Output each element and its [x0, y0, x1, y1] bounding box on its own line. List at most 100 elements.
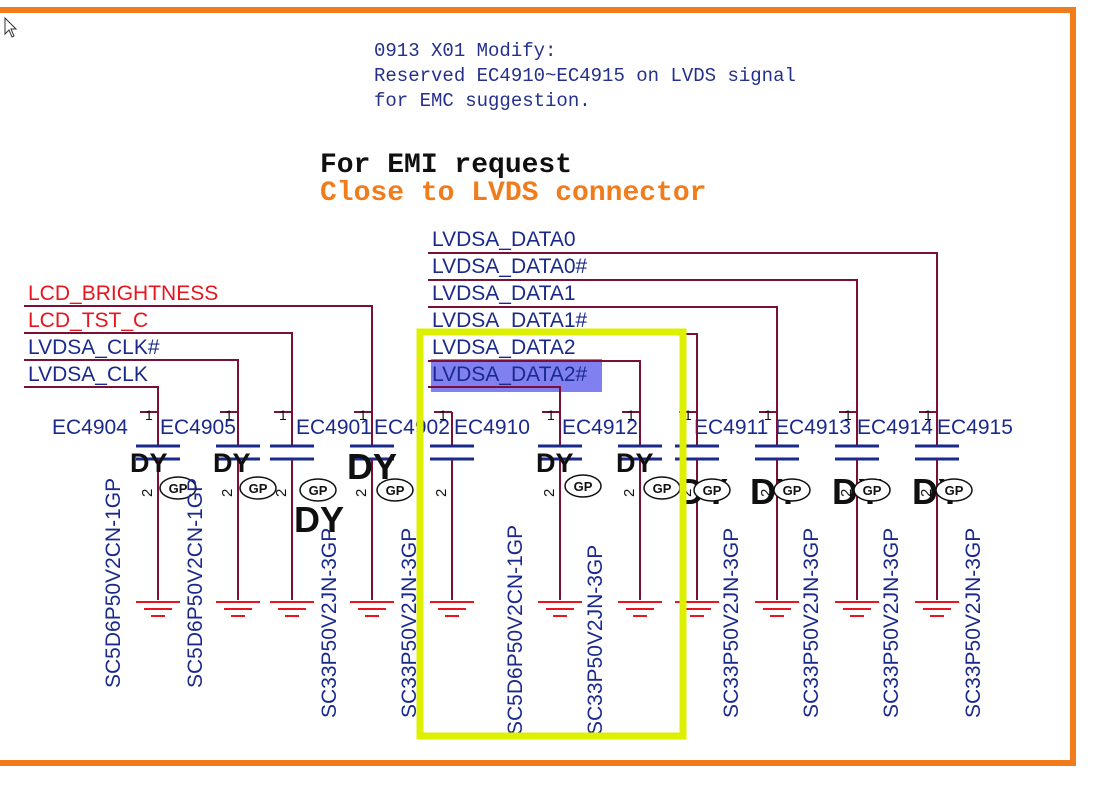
- wire-r1: [428, 279, 858, 412]
- gp-outline: [564, 474, 602, 498]
- part-number: SC33P50V2JN-3GP: [584, 545, 607, 735]
- gp-mark-icon-1: GP: [239, 476, 277, 500]
- net-label-lcd-brightness: LCD_BRIGHTNESS: [28, 282, 218, 305]
- refdes-ec4911: EC4911: [694, 416, 768, 439]
- capacitor-1: 12: [216, 407, 260, 617]
- net-label-lvdsa-data0: LVDSA_DATA0: [432, 228, 576, 251]
- pin1-number: 1: [225, 407, 233, 423]
- pin1-number: 1: [145, 407, 153, 423]
- refdes-ec4905: EC4905: [160, 416, 236, 439]
- gp-text: GP: [703, 483, 722, 498]
- capacitor-5: 12: [538, 407, 582, 617]
- gp-text: GP: [309, 483, 328, 498]
- pin1-number: 1: [844, 407, 852, 423]
- gp-outline: [935, 478, 973, 502]
- refdes-ec4901: EC4901: [296, 416, 372, 439]
- gp-outline: [693, 478, 731, 502]
- gp-text: GP: [169, 481, 188, 496]
- wire-2: [24, 359, 239, 412]
- gp-text: GP: [249, 481, 268, 496]
- dy-marker: DY: [130, 448, 168, 478]
- components-layer: 12EC4904DYGPSC5D6P50V2CN-1GP12EC4905DYGP…: [52, 407, 1013, 735]
- gp-outline: [853, 478, 891, 502]
- note-line-3: for EMC suggestion.: [374, 90, 591, 112]
- refdes-ec4913: EC4913: [775, 416, 851, 439]
- gp-mark-icon-9: GP: [853, 478, 891, 502]
- dy-marker: DY: [536, 448, 574, 478]
- gp-outline: [159, 476, 197, 500]
- ground-icon: [350, 601, 394, 617]
- emi-request-title: For EMI request: [320, 150, 572, 181]
- pin2-number: 2: [219, 489, 236, 497]
- pin2-number: 2: [918, 489, 935, 497]
- ground-icon: [915, 601, 959, 617]
- wire-0: [24, 305, 373, 412]
- dy-marker: DY: [294, 499, 344, 540]
- wire-r0: [428, 252, 938, 412]
- gp-text: GP: [386, 483, 405, 498]
- refdes-ec4902: EC4902: [374, 416, 450, 439]
- pin1-number: 1: [764, 407, 772, 423]
- net-label-lvdsa-data2: LVDSA_DATA2: [432, 336, 576, 359]
- net-label-lvdsa-data1-: LVDSA_DATA1#: [432, 309, 588, 332]
- part-number: SC5D6P50V2CN-1GP: [504, 525, 527, 735]
- net-labels-layer: LCD_BRIGHTNESS LCD_TST_C LVDSA_CLK# LVDSA_C…: [28, 228, 588, 386]
- ground-icon: [270, 601, 314, 617]
- net-label-lvdsa-data1: LVDSA_DATA1: [432, 282, 576, 305]
- wire-r2: [428, 306, 778, 412]
- part-number: SC33P50V2JN-3GP: [880, 528, 903, 718]
- ground-icon: [835, 601, 879, 617]
- gp-mark-icon-6: GP: [643, 476, 681, 500]
- capacitor-6: 12: [618, 407, 662, 617]
- review-highlight-box: [416, 328, 687, 740]
- pin1-number: 1: [684, 407, 692, 423]
- ground-icon: [618, 601, 662, 617]
- gp-mark-icon-3: GP: [376, 478, 414, 502]
- gp-outline: [376, 478, 414, 502]
- pin1-number: 1: [924, 407, 932, 423]
- ground-icon: [136, 601, 180, 617]
- capacitor-10: 12: [915, 407, 959, 617]
- part-number: SC5D6P50V2CN-1GP: [102, 478, 125, 688]
- gp-mark-icon-10: GP: [935, 478, 973, 502]
- gp-text: GP: [574, 479, 593, 494]
- gp-mark-icon-0: GP: [159, 476, 197, 500]
- gp-mark-icon-5: GP: [564, 474, 602, 498]
- capacitor-2: 12: [270, 407, 314, 617]
- pin2-number: 2: [838, 489, 855, 497]
- ground-icon: [430, 601, 474, 617]
- note-line-2: Reserved EC4910~EC4915 on LVDS signal: [374, 65, 796, 87]
- net-label-lvdsa-clk: LVDSA_CLK: [28, 363, 148, 386]
- refdes-ec4915: EC4915: [937, 416, 1013, 439]
- part-number: SC33P50V2JN-3GP: [398, 528, 421, 718]
- gp-mark-icon-2: GP: [299, 478, 337, 502]
- wire-1: [24, 332, 293, 412]
- gp-text: GP: [783, 483, 802, 498]
- ground-icon: [216, 601, 260, 617]
- refdes-ec4904: EC4904: [52, 416, 128, 439]
- pin2-number: 2: [758, 489, 775, 497]
- gp-text: GP: [863, 483, 882, 498]
- net-label-lvdsa-data0-: LVDSA_DATA0#: [432, 255, 588, 278]
- pin2-number: 2: [353, 489, 370, 497]
- pin2-number: 2: [139, 489, 156, 497]
- pin2-number: 2: [273, 489, 290, 497]
- pin2-number: 2: [433, 489, 450, 497]
- part-number: SC33P50V2JN-3GP: [800, 528, 823, 718]
- gp-text: GP: [945, 483, 964, 498]
- gp-outline: [239, 476, 277, 500]
- ground-icon: [755, 601, 799, 617]
- part-number: SC33P50V2JN-3GP: [720, 528, 743, 718]
- gp-mark-icon-7: GP: [693, 478, 731, 502]
- gp-outline: [299, 478, 337, 502]
- pin1-number: 1: [359, 407, 367, 423]
- gp-text: GP: [653, 481, 672, 496]
- mouse-cursor-icon: [4, 16, 18, 38]
- net-label-lcd-tst-c: LCD_TST_C: [28, 309, 148, 332]
- sheet-frame: [0, 7, 1076, 766]
- pin2-number: 2: [621, 489, 638, 497]
- gp-outline: [773, 478, 811, 502]
- part-number: SC33P50V2JN-3GP: [962, 528, 985, 718]
- net-label-lvdsa-clk-: LVDSA_CLK#: [28, 336, 160, 359]
